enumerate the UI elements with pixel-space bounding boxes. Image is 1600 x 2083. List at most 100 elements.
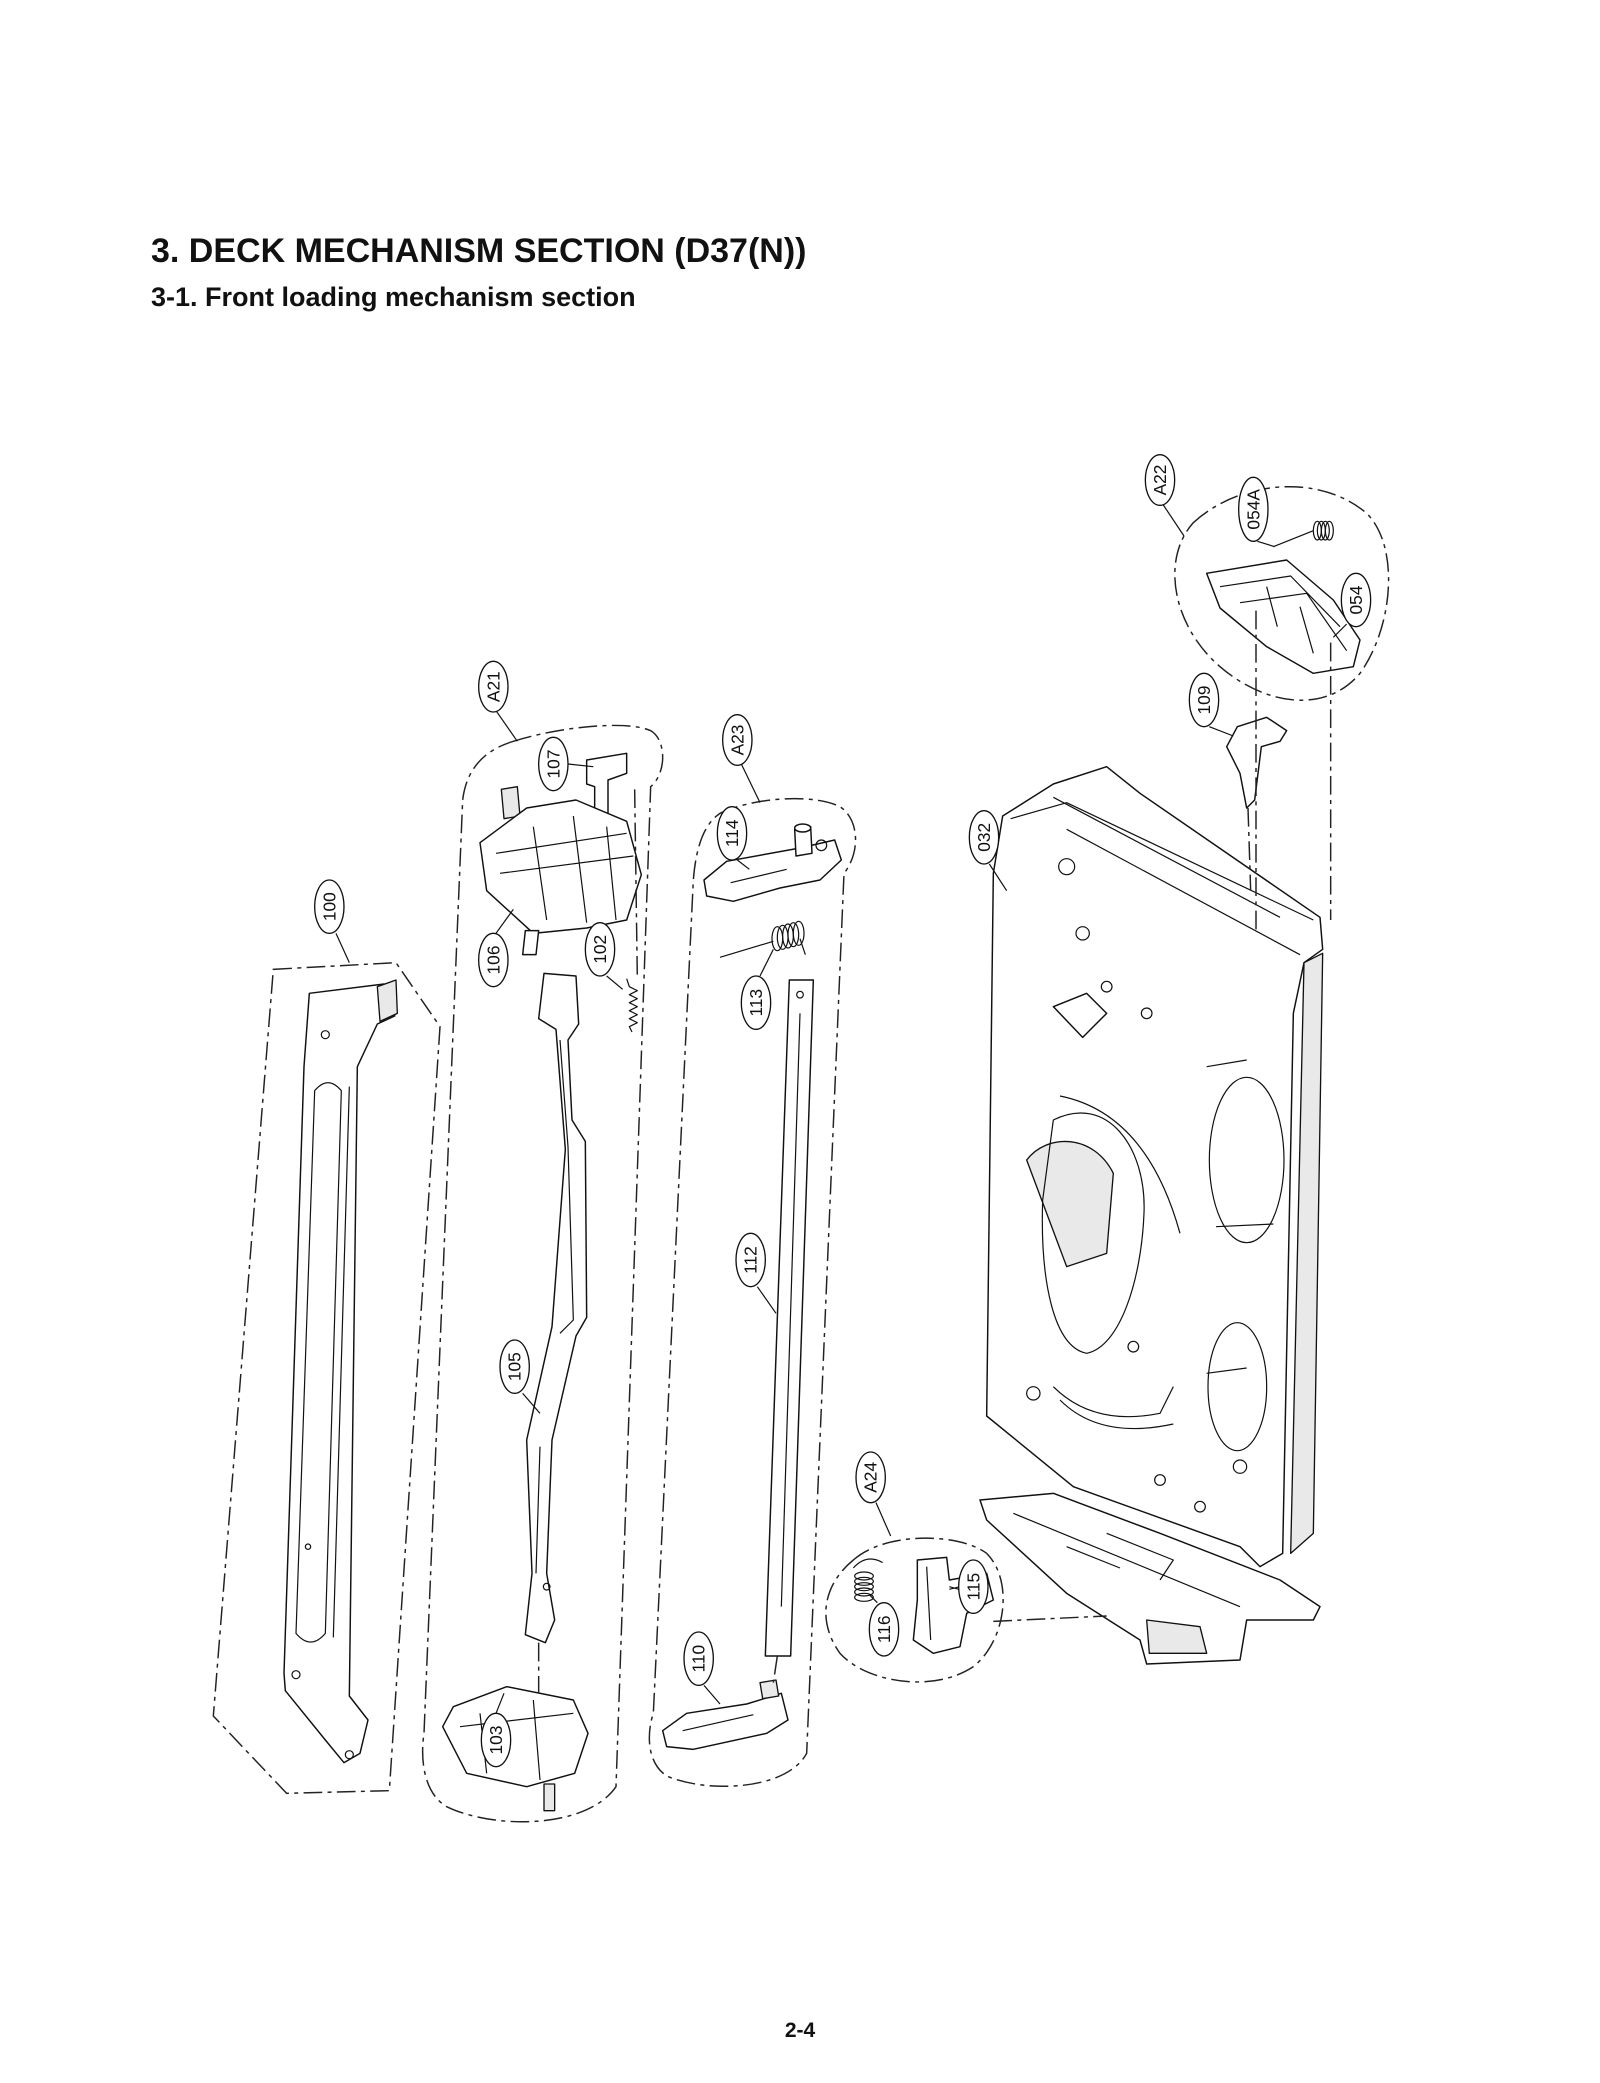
callout-oval: [957, 1559, 989, 1614]
part-116-spring: [852, 1558, 883, 1602]
callout-oval: [868, 1602, 900, 1657]
leader-line-a22: [1162, 503, 1185, 537]
callout-103: 103: [480, 1712, 512, 1768]
callout-oval: [314, 879, 345, 934]
lower-holder-body: [441, 1685, 589, 1788]
callout-a24: A24: [855, 1451, 886, 1504]
leader-line-106: [495, 908, 514, 934]
holder-body: [479, 799, 643, 935]
callout-113: 113: [740, 975, 772, 1030]
callout-a22: A22: [1144, 454, 1176, 506]
callout-label: 103: [486, 1726, 506, 1755]
callout-oval: [537, 736, 569, 792]
callout-oval: [721, 714, 753, 766]
leader-line-a23: [740, 763, 761, 803]
callout-label: 112: [741, 1246, 761, 1274]
group-a22-boundary: [1174, 486, 1390, 701]
leader-line-109: [1209, 726, 1234, 737]
spring-coil: [787, 922, 800, 948]
callout-label: A23: [727, 725, 747, 756]
group-100-boundary: [212, 961, 441, 1795]
side-rail-tab: [376, 979, 398, 1022]
assembly-line: [1247, 807, 1252, 891]
spring-116-coil: [854, 1587, 874, 1597]
arm-slot: [730, 868, 787, 884]
chassis-pipe: [1052, 1386, 1174, 1430]
base-plate-detail: [1013, 1512, 1241, 1608]
leader-line-107: [567, 763, 594, 768]
chassis-hole: [1140, 1007, 1153, 1020]
callout-label: A21: [483, 671, 503, 702]
assembly-a23: [648, 797, 857, 1788]
part-054-holder: [1205, 559, 1361, 675]
part-106-upper-holder: [479, 786, 643, 956]
leader-line-110: [703, 1684, 721, 1705]
chassis-base-plate: [979, 1492, 1321, 1665]
chassis-hole: [1194, 1500, 1206, 1513]
leader-line-116: [868, 1594, 878, 1604]
section-title: 3. DECK MECHANISM SECTION (D37(N)): [151, 232, 807, 270]
callout-054a: 054A: [1238, 476, 1269, 542]
callout-105: 105: [499, 1339, 530, 1394]
spring-116-coil: [854, 1592, 874, 1602]
arm-hole: [815, 839, 828, 852]
page-number: 2-4: [784, 2019, 816, 2042]
spring-leg: [719, 938, 806, 958]
slide-rail-hole: [796, 990, 804, 999]
group-a21-boundary: [421, 724, 664, 1823]
callout-107: 107: [537, 736, 569, 792]
reel-opening: [1041, 1112, 1145, 1354]
chassis-main-plate: [985, 765, 1324, 1568]
callout-label: 110: [689, 1645, 709, 1673]
callout-106: 106: [478, 932, 509, 988]
part-110-lower-piece: [661, 1679, 789, 1751]
callout-oval: [1340, 572, 1372, 628]
callout-label: 114: [722, 819, 742, 847]
leader-line-054a: [1257, 540, 1275, 548]
part-105-lever: [524, 972, 588, 1644]
callout-054: 054: [1340, 572, 1372, 628]
spring-054a-coil: [1324, 520, 1334, 541]
callout-label: 109: [1194, 686, 1214, 715]
callout-112: 112: [735, 1232, 766, 1288]
lower-piece-post: [759, 1679, 780, 1700]
callout-oval: [480, 1712, 512, 1768]
spring-054a-leg: [1273, 530, 1314, 548]
spring-116-coil: [854, 1571, 874, 1581]
assembly-a21: [421, 724, 664, 1823]
side-rail-plate: [283, 983, 397, 1764]
callout-label: 100: [319, 892, 339, 921]
spring-coil: [792, 920, 805, 946]
part-113-spring: [719, 920, 806, 958]
rail-hole: [344, 1750, 354, 1760]
holder-post: [500, 786, 521, 820]
callout-label: 107: [543, 750, 563, 779]
group-a24-boundary: [825, 1537, 1004, 1683]
callout-label: 054A: [1243, 489, 1263, 530]
rail-hole: [291, 1670, 301, 1680]
slide-rail-body: [764, 979, 815, 1657]
callout-oval: [716, 805, 748, 861]
callout-oval: [855, 1451, 886, 1504]
holder-detail: [495, 815, 634, 923]
lower-piece-slot: [682, 1714, 754, 1732]
reel-spindle: [1206, 1059, 1274, 1374]
leader-lines: [335, 503, 1348, 1714]
assembly-line: [633, 789, 639, 979]
holder-leg: [521, 929, 540, 956]
callout-oval: [499, 1339, 530, 1394]
callout-label: 102: [590, 935, 610, 964]
spring-116-leg: [852, 1558, 883, 1569]
spring-116-coil: [854, 1582, 874, 1592]
holder-054-detail: [1219, 575, 1348, 654]
leader-line-032: [988, 863, 1008, 891]
leader-line-114: [736, 859, 750, 870]
chassis-top-shelf: [1010, 796, 1314, 956]
callout-label: A24: [861, 1462, 881, 1493]
callout-oval: [735, 1232, 766, 1288]
callout-label: 032: [974, 823, 994, 852]
leader-line-113: [759, 949, 774, 977]
callout-115: 115: [957, 1559, 989, 1614]
callout-oval: [1188, 672, 1220, 728]
